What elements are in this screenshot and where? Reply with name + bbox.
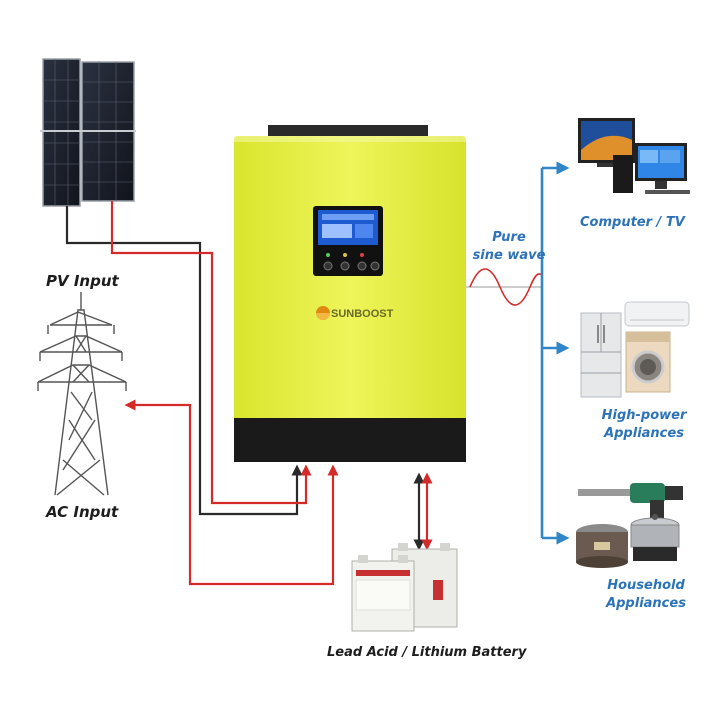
ac-input-label: AC Input <box>46 503 119 521</box>
battery-icon <box>351 543 458 632</box>
cooking-pot-icon <box>630 514 680 561</box>
washing-machine-icon <box>625 331 671 393</box>
household-label-line2: Appliances <box>606 596 686 611</box>
pv-dark-line <box>65 206 303 516</box>
fridge-icon <box>580 312 622 398</box>
rice-cooker-icon <box>576 524 628 568</box>
ac-red-line <box>124 399 339 586</box>
output-line <box>540 161 570 545</box>
air-conditioner-icon <box>624 301 690 327</box>
high-power-label-line1: High-power <box>601 408 687 423</box>
battery-bidirectional-arrows <box>413 472 433 551</box>
household-appliances-label: Household Appliances <box>598 577 694 613</box>
pure-label-line1: Pure <box>492 230 526 245</box>
high-power-label-line2: Appliances <box>604 426 684 441</box>
inverter-icon <box>234 125 466 462</box>
pv-input-label: PV Input <box>46 272 119 290</box>
computer-tv-icon <box>578 118 690 194</box>
computer-tv-label: Computer / TV <box>580 215 685 230</box>
pure-label-line2: sine wave <box>472 248 546 263</box>
household-label-line1: Household <box>607 578 685 593</box>
pure-sine-wave-label: Pure sine wave <box>464 229 554 265</box>
transmission-tower-icon <box>37 292 127 496</box>
high-power-appliances-label: High-power Appliances <box>596 407 692 443</box>
battery-label: Lead Acid / Lithium Battery <box>327 645 527 660</box>
solar-panel-icon <box>40 58 136 207</box>
pv-red-line <box>110 201 312 505</box>
brand-logo-text: SUNBOOST <box>331 308 394 320</box>
sine-wave-icon <box>466 268 543 306</box>
